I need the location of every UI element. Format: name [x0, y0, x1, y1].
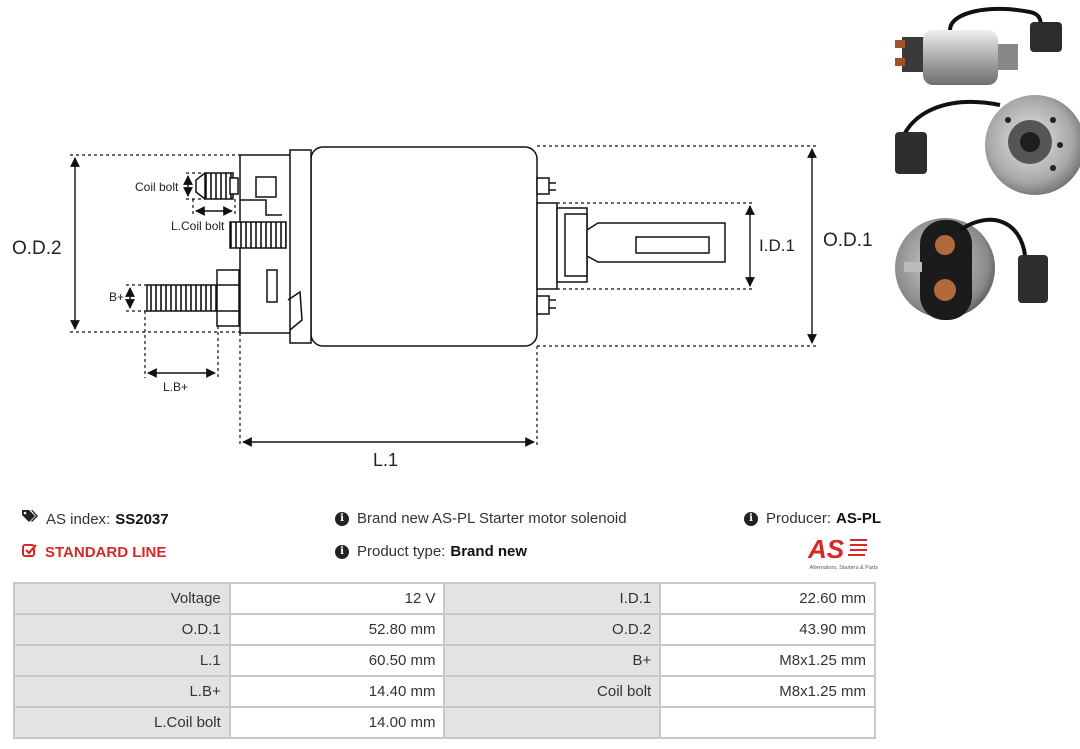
producer-label: Producer: [766, 510, 832, 527]
solenoid-dimension-drawing: O.D.2 O.D.1 I.D.1 L.1 Coil bolt L.Coil b… [12, 145, 873, 470]
table-row: O.D.1 52.80 mm O.D.2 43.90 mm [13, 613, 876, 646]
spec-key [443, 706, 662, 739]
spec-key: Voltage [13, 582, 231, 615]
spec-value: 60.50 mm [228, 644, 446, 677]
check-square-icon [22, 543, 37, 561]
id1-label: I.D.1 [759, 236, 795, 255]
table-row: Voltage 12 V I.D.1 22.60 mm [13, 582, 876, 615]
spec-value: M8x1.25 mm [659, 644, 876, 677]
spec-key: O.D.1 [13, 613, 231, 646]
spec-value: 43.90 mm [659, 613, 876, 646]
product-description: i Brand new AS-PL Starter motor solenoid [335, 510, 627, 527]
tag-icon [22, 510, 38, 528]
spec-value: M8x1.25 mm [659, 675, 876, 708]
spec-table: Voltage 12 V I.D.1 22.60 mm O.D.1 52.80 … [13, 582, 876, 739]
logo-text: AS [807, 534, 845, 564]
producer-value: AS-PL [836, 510, 882, 527]
od2-label: O.D.2 [12, 238, 62, 259]
logo-tagline: Alternators, Starters & Parts [810, 565, 879, 571]
spec-key: L.Coil bolt [13, 706, 231, 739]
spec-key: I.D.1 [443, 582, 662, 615]
info-circle-icon: i [335, 511, 349, 526]
l1-label: L.1 [373, 450, 398, 470]
product-type-value: Brand new [450, 543, 528, 560]
spec-value: 14.00 mm [228, 706, 446, 739]
as-index: AS index: SS2037 [22, 510, 169, 528]
info-circle-icon: i [335, 544, 349, 559]
l-coil-bolt-label: L.Coil bolt [171, 219, 225, 233]
as-index-value: SS2037 [115, 510, 169, 528]
spec-value: 52.80 mm [228, 613, 446, 646]
spec-value: 22.60 mm [659, 582, 876, 615]
table-row: L.1 60.50 mm B+ M8x1.25 mm [13, 644, 876, 677]
spec-value [659, 706, 876, 739]
product-photo-terminals [895, 217, 1048, 320]
spec-key: O.D.2 [443, 613, 662, 646]
coil-bolt-label: Coil bolt [135, 180, 179, 194]
product-photo-side [895, 6, 1062, 85]
table-row: L.Coil bolt 14.00 mm [13, 706, 876, 739]
info-circle-icon: i [744, 511, 758, 526]
spec-key: Coil bolt [443, 675, 662, 708]
standard-line-badge: STANDARD LINE [22, 543, 166, 561]
od1-label: O.D.1 [823, 230, 873, 251]
standard-line-text: STANDARD LINE [45, 543, 167, 561]
as-pl-logo: AS Alternators, Starters & Parts [807, 534, 879, 571]
b-plus-label: B+ [109, 290, 124, 304]
as-index-label: AS index: [46, 510, 111, 528]
producer: i Producer: AS-PL [744, 510, 881, 527]
spec-key: L.1 [13, 644, 231, 677]
spec-key: B+ [443, 644, 662, 677]
product-photo-rear [895, 95, 1080, 195]
description-text: Brand new AS-PL Starter motor solenoid [357, 510, 627, 527]
product-type-label: Product type: [357, 543, 446, 560]
spec-value: 12 V [228, 582, 446, 615]
spec-key: L.B+ [13, 675, 231, 708]
table-row: L.B+ 14.40 mm Coil bolt M8x1.25 mm [13, 675, 876, 708]
l-b-plus-label: L.B+ [163, 380, 188, 394]
product-type: i Product type: Brand new [335, 543, 527, 560]
spec-value: 14.40 mm [228, 675, 446, 708]
